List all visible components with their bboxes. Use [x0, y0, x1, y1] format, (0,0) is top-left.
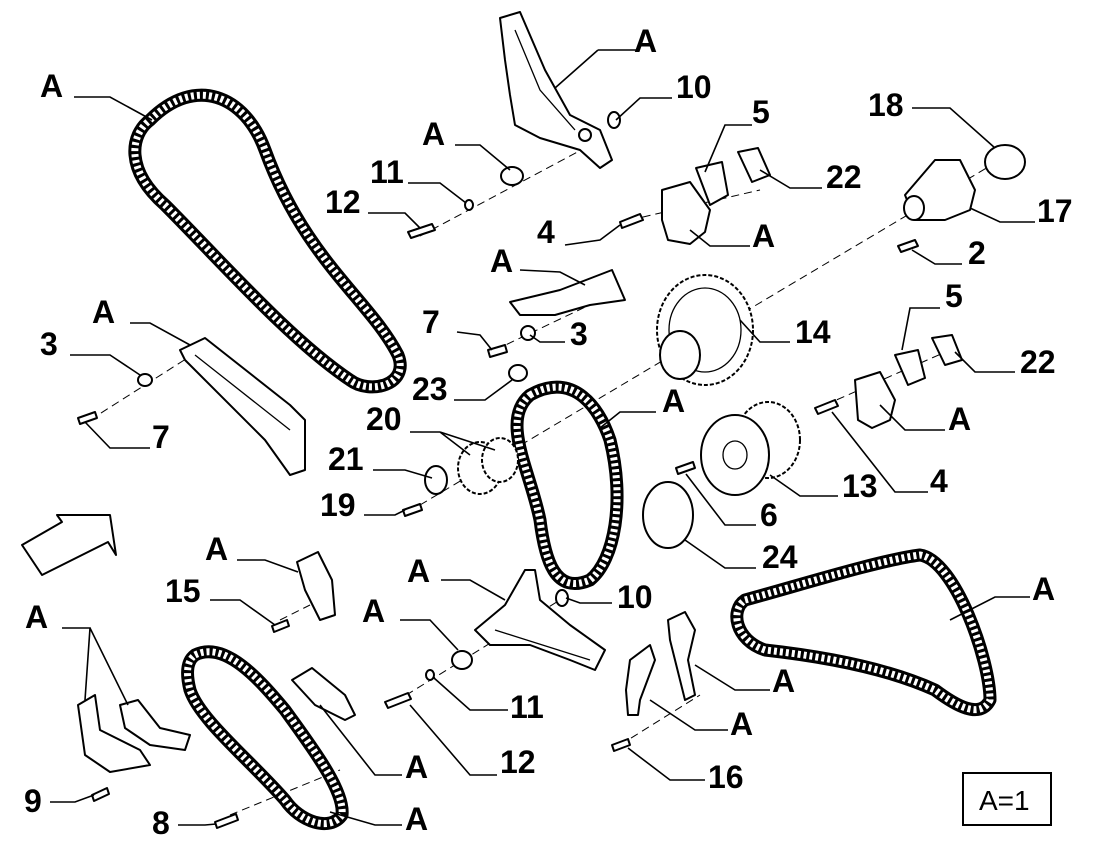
- callout-a-guide-center: A: [490, 243, 513, 279]
- callout-4-upper: 4: [537, 214, 555, 250]
- callout-14: 14: [795, 314, 831, 350]
- callout-5-lower: 5: [945, 278, 963, 314]
- callout-a-upper-rail: A: [634, 23, 657, 59]
- chain-slippers-9: [77, 694, 191, 773]
- upper-chain-guide-rail: [499, 11, 613, 169]
- callout-23: 23: [412, 371, 448, 407]
- callout-a-lower-rail: A: [407, 553, 430, 589]
- cam-phaser-13: [700, 401, 801, 496]
- callout-labels: A A 10 A 5 18 11 22 12 17 4 A 2 A 5 A 7 …: [24, 23, 1073, 841]
- callout-a-lower-left-chain: A: [405, 801, 428, 837]
- callout-a-bushing-upper: A: [422, 116, 445, 152]
- pivot-bushing-upper: [500, 166, 524, 186]
- quantity-legend: A=1: [962, 772, 1052, 826]
- callout-11-lower: 11: [510, 689, 544, 725]
- washer-3-left: [137, 373, 153, 387]
- lower-center-guide: [291, 667, 356, 721]
- pivot-bushing-lower: [451, 650, 473, 670]
- center-timing-chain: [510, 380, 624, 590]
- callout-10-upper: 10: [676, 69, 712, 105]
- callout-15: 15: [165, 573, 201, 609]
- callout-19: 19: [320, 487, 356, 523]
- front-direction-arrow: [21, 514, 117, 576]
- idler-bolt-23: [508, 364, 528, 382]
- callout-6: 6: [760, 497, 778, 533]
- callout-12-upper: 12: [325, 184, 361, 220]
- washer-11-lower: [425, 669, 435, 681]
- callout-3-center: 3: [570, 316, 588, 352]
- bolt-7-center: [487, 344, 508, 358]
- callout-16: 16: [708, 759, 744, 795]
- leader-lines: [50, 49, 1035, 826]
- legend-text: A=1: [979, 785, 1030, 816]
- o-ring-24: [642, 481, 694, 549]
- callout-8: 8: [152, 805, 170, 841]
- hydraulic-tensioner-lower: [854, 334, 963, 429]
- crank-double-sprocket-20: [457, 437, 519, 495]
- callout-13: 13: [842, 468, 878, 504]
- bolt-12-upper: [407, 223, 436, 239]
- bolt-16: [611, 738, 631, 752]
- callout-a-guide-15: A: [205, 531, 228, 567]
- lower-chain-guide-15: [296, 551, 336, 621]
- left-chain-guide: [179, 337, 306, 476]
- bolt-15: [271, 619, 290, 633]
- bolt-19: [402, 503, 423, 517]
- callout-24: 24: [762, 539, 798, 575]
- callout-a-bushing-lower: A: [362, 593, 385, 629]
- callout-a-center-chain: A: [662, 383, 685, 419]
- lower-chain-guide-rail: [474, 569, 606, 671]
- callout-2: 2: [968, 235, 986, 271]
- callout-a-center-guide: A: [405, 749, 428, 785]
- callout-18: 18: [868, 87, 904, 123]
- tensioner-arm-16: [625, 611, 696, 716]
- bolt-6: [675, 461, 696, 475]
- right-timing-chain: [730, 548, 997, 717]
- cam-housing-17: [903, 159, 976, 221]
- callout-22-lower: 22: [1020, 344, 1056, 380]
- callout-21: 21: [328, 441, 364, 477]
- callout-a-right-chain: A: [1032, 571, 1055, 607]
- hydraulic-tensioner-upper: [661, 147, 771, 245]
- bolt-4-upper: [619, 213, 644, 229]
- bolt-7-left: [77, 411, 98, 425]
- callout-7-center: 7: [422, 304, 440, 340]
- upper-chain-guide-3: [509, 269, 626, 316]
- washer-11-upper: [464, 199, 474, 211]
- callout-11-upper: 11: [370, 154, 404, 190]
- callout-7-left: 7: [152, 419, 170, 455]
- callout-5-upper: 5: [752, 94, 770, 130]
- bolt-4-lower: [814, 399, 839, 415]
- callout-a-left-guide: A: [92, 294, 115, 330]
- bolt-12-lower: [384, 692, 412, 709]
- callout-20: 20: [366, 401, 402, 437]
- bolt-2: [897, 239, 919, 253]
- upper-left-timing-chain: [128, 88, 407, 394]
- callout-12-lower: 12: [500, 744, 536, 780]
- callout-10-lower: 10: [617, 579, 653, 615]
- callout-9: 9: [24, 783, 42, 819]
- bolt-9: [91, 787, 110, 802]
- washer-10-upper: [607, 111, 621, 129]
- callout-3-left: 3: [40, 326, 58, 362]
- callout-a-slippers: A: [25, 599, 48, 635]
- bolt-8: [214, 813, 239, 829]
- callout-4-lower: 4: [930, 463, 948, 499]
- washer-21: [424, 465, 448, 495]
- callout-a-tensioner-upper: A: [752, 218, 775, 254]
- callout-22-upper: 22: [826, 159, 862, 195]
- callout-a-upper-left-chain: A: [40, 68, 63, 104]
- callout-a-tensioner-lower: A: [948, 401, 971, 437]
- seal-ring-18: [984, 144, 1026, 180]
- callout-a-arm-lower: A: [730, 706, 753, 742]
- callout-17: 17: [1037, 193, 1073, 229]
- camshaft-sprocket-14: [656, 274, 754, 386]
- callout-a-arm-upper: A: [772, 663, 795, 699]
- lower-left-timing-chain: [181, 645, 349, 831]
